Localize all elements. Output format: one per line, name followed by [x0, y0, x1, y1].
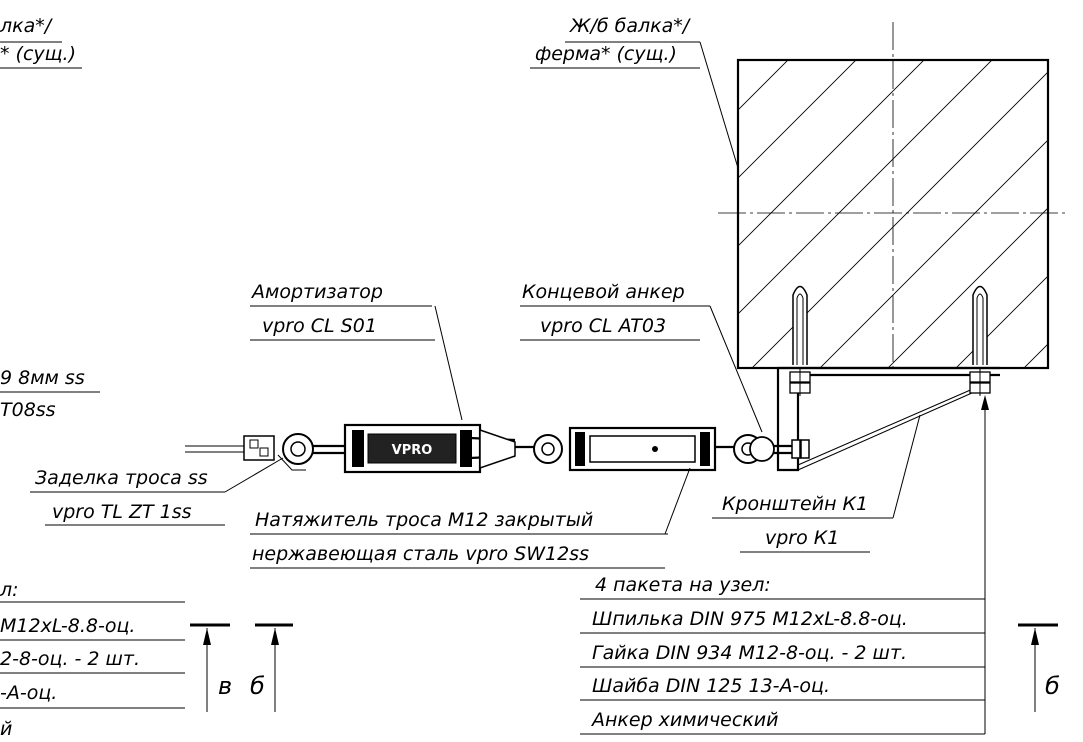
beam-right-label-1: Ж/б балка*/ — [569, 15, 692, 37]
section-marker-v — [190, 623, 230, 712]
beam-hatching — [738, 60, 1048, 368]
bracket-label-2: vpro К1 — [765, 527, 839, 549]
bracket-k1 — [776, 366, 1000, 472]
cable-assembly: VPRO — [185, 423, 810, 474]
tensioner-label-1: Натяжитель троса М12 закрытый — [255, 509, 593, 531]
tensioner-label-2: нержавеющая сталь vpro SW12ss — [252, 543, 589, 565]
end-anchor — [733, 434, 810, 464]
leader-lines — [0, 41, 989, 735]
section-marker-b-right — [1018, 623, 1058, 712]
cable-label-1: 9 8мм ss — [0, 367, 85, 389]
pack-title: 4 пакета на узел: — [595, 574, 771, 596]
beam-left-label-2: * (сущ.) — [0, 43, 76, 65]
termination-label-1: Заделка троса ss — [35, 467, 208, 489]
absorber-brand-text: VPRO — [392, 443, 433, 458]
left-pack-item-nut: 2-8-оц. - 2 шт. — [0, 648, 140, 670]
pack-item-nut: Гайка DIN 934 М12-8-оц. - 2 шт. — [592, 642, 907, 664]
absorber-label-2: vpro CL S01 — [262, 315, 377, 337]
shock-absorber: VPRO — [343, 423, 516, 474]
pack-item-washer: Шайба DIN 125 13-А-оц. — [592, 675, 830, 697]
end-anchor-label-2: vpro CL AT03 — [540, 315, 666, 337]
absorber-label-1: Амортизатор — [250, 281, 383, 303]
cable-label-2: T08ss — [0, 399, 56, 421]
end-anchor-label-1: Концевой анкер — [522, 281, 685, 303]
concrete-beam — [718, 22, 1068, 372]
termination-label-2: vpro TL ZT 1ss — [52, 501, 192, 523]
left-pack-item-anchor: й — [0, 718, 12, 740]
section-b-right-letter: б — [1045, 672, 1060, 700]
section-v-letter: в — [218, 672, 232, 700]
left-pack-title: л: — [0, 579, 19, 601]
pack-item-anchor: Анкер химический — [590, 709, 779, 731]
pack-item-stud: Шпилька DIN 975 М12xL-8.8-оц. — [592, 608, 908, 630]
section-b-left-letter: б — [250, 672, 265, 700]
left-pack-item-washer: -А-оц. — [0, 682, 57, 704]
beam-left-label-1: лка*/ — [0, 15, 54, 37]
chemical-anchor-right — [972, 285, 988, 365]
left-pack-item-stud: М12xL-8.8-оц. — [0, 615, 135, 637]
bracket-label-1: Кронштейн К1 — [722, 493, 868, 515]
tensioner — [568, 426, 717, 472]
beam-right-label-2: ферма* (сущ.) — [535, 43, 677, 65]
chemical-anchor-left — [792, 285, 808, 365]
shackle-middle — [533, 434, 563, 464]
cable-termination — [243, 433, 314, 471]
section-marker-b-left — [255, 623, 293, 712]
